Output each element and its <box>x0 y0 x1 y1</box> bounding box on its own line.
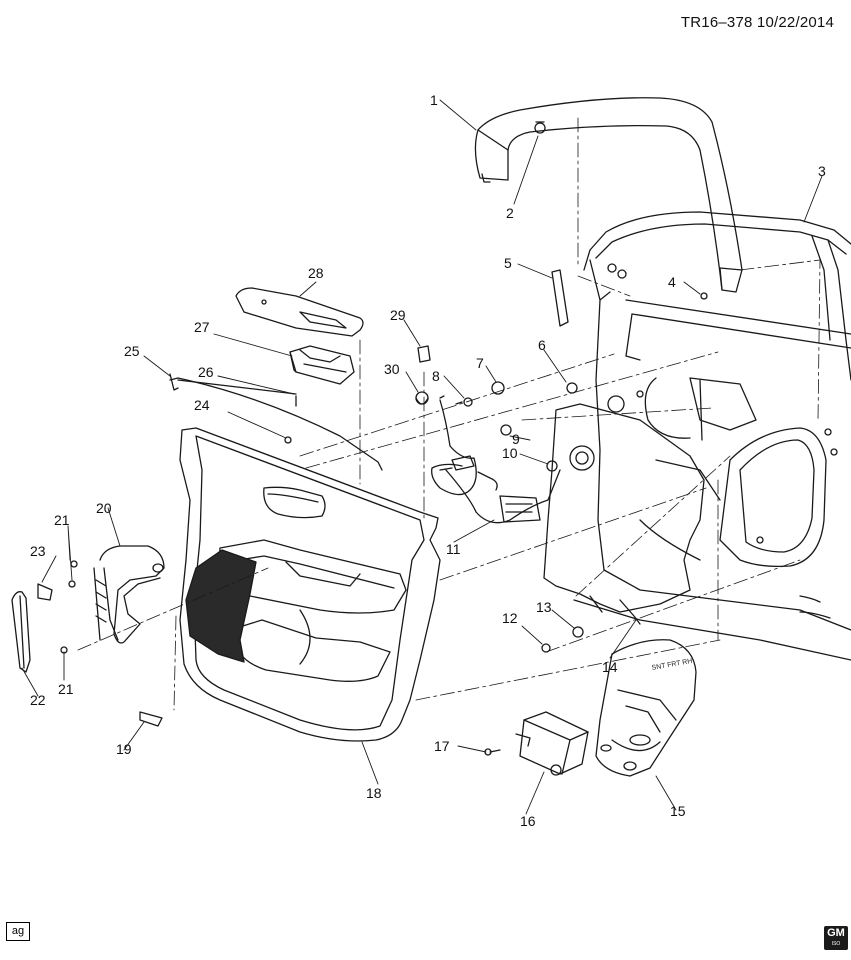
callout-4: 4 <box>668 274 676 290</box>
callout-27: 27 <box>194 319 210 335</box>
callout-9: 9 <box>512 431 520 447</box>
impact-sensor <box>515 711 589 776</box>
callout-1: 1 <box>430 92 438 108</box>
callout-22: 22 <box>30 692 46 708</box>
gm-logo: GM ISO <box>824 926 848 950</box>
leader-lines <box>21 99 823 815</box>
callout-28: 28 <box>308 265 324 281</box>
callout-21a: 21 <box>54 512 70 528</box>
pull-handle <box>93 545 165 644</box>
callout-3: 3 <box>818 163 826 179</box>
gm-logo-text: GM <box>827 927 845 939</box>
callout-25: 25 <box>124 343 140 359</box>
callout-13: 13 <box>536 599 552 615</box>
callout-10: 10 <box>502 445 518 461</box>
callout-12: 12 <box>502 610 518 626</box>
speaker-grille <box>185 549 257 663</box>
callout-29: 29 <box>390 307 406 323</box>
door-frame <box>573 211 851 661</box>
window-switch <box>289 345 355 385</box>
end-cap <box>11 591 31 673</box>
callout-11: 11 <box>446 541 461 557</box>
callout-17: 17 <box>434 738 450 754</box>
callout-numbers: 1 2 3 4 5 6 7 8 9 10 11 12 13 14 15 16 1… <box>30 92 826 829</box>
callout-16: 16 <box>520 813 536 829</box>
callout-7: 7 <box>476 355 484 371</box>
footer-tag: ag <box>6 922 30 941</box>
callout-15: 15 <box>670 803 686 819</box>
callout-14: 14 <box>602 659 618 675</box>
callout-8: 8 <box>432 368 440 384</box>
callout-23: 23 <box>30 543 46 559</box>
lock-rod <box>169 373 383 471</box>
diagram-reference-code: TR16–378 10/22/2014 <box>680 14 834 31</box>
upper-garnish-molding <box>474 97 743 293</box>
pad-label: SNT FRT RH <box>651 658 693 672</box>
gm-logo-sub: ISO <box>831 941 841 947</box>
assembly-lines <box>77 117 821 711</box>
switch-bezel <box>235 287 364 337</box>
callout-18: 18 <box>366 785 382 801</box>
callout-21b: 21 <box>58 681 74 697</box>
cover <box>37 583 53 601</box>
callout-5: 5 <box>504 255 512 271</box>
callout-6: 6 <box>538 337 546 353</box>
water-deflector <box>543 403 705 625</box>
sound-insulator-pad <box>595 639 697 777</box>
svg-text:SNT FRT RH: SNT FRT RH <box>651 658 693 672</box>
callout-30: 30 <box>384 361 400 377</box>
callout-24: 24 <box>194 397 210 413</box>
callout-19: 19 <box>116 741 132 757</box>
wiring-harness <box>431 395 561 524</box>
callout-20: 20 <box>96 500 112 516</box>
callout-26: 26 <box>198 364 214 380</box>
callout-2: 2 <box>506 205 514 221</box>
door-trim-panel <box>179 427 441 742</box>
